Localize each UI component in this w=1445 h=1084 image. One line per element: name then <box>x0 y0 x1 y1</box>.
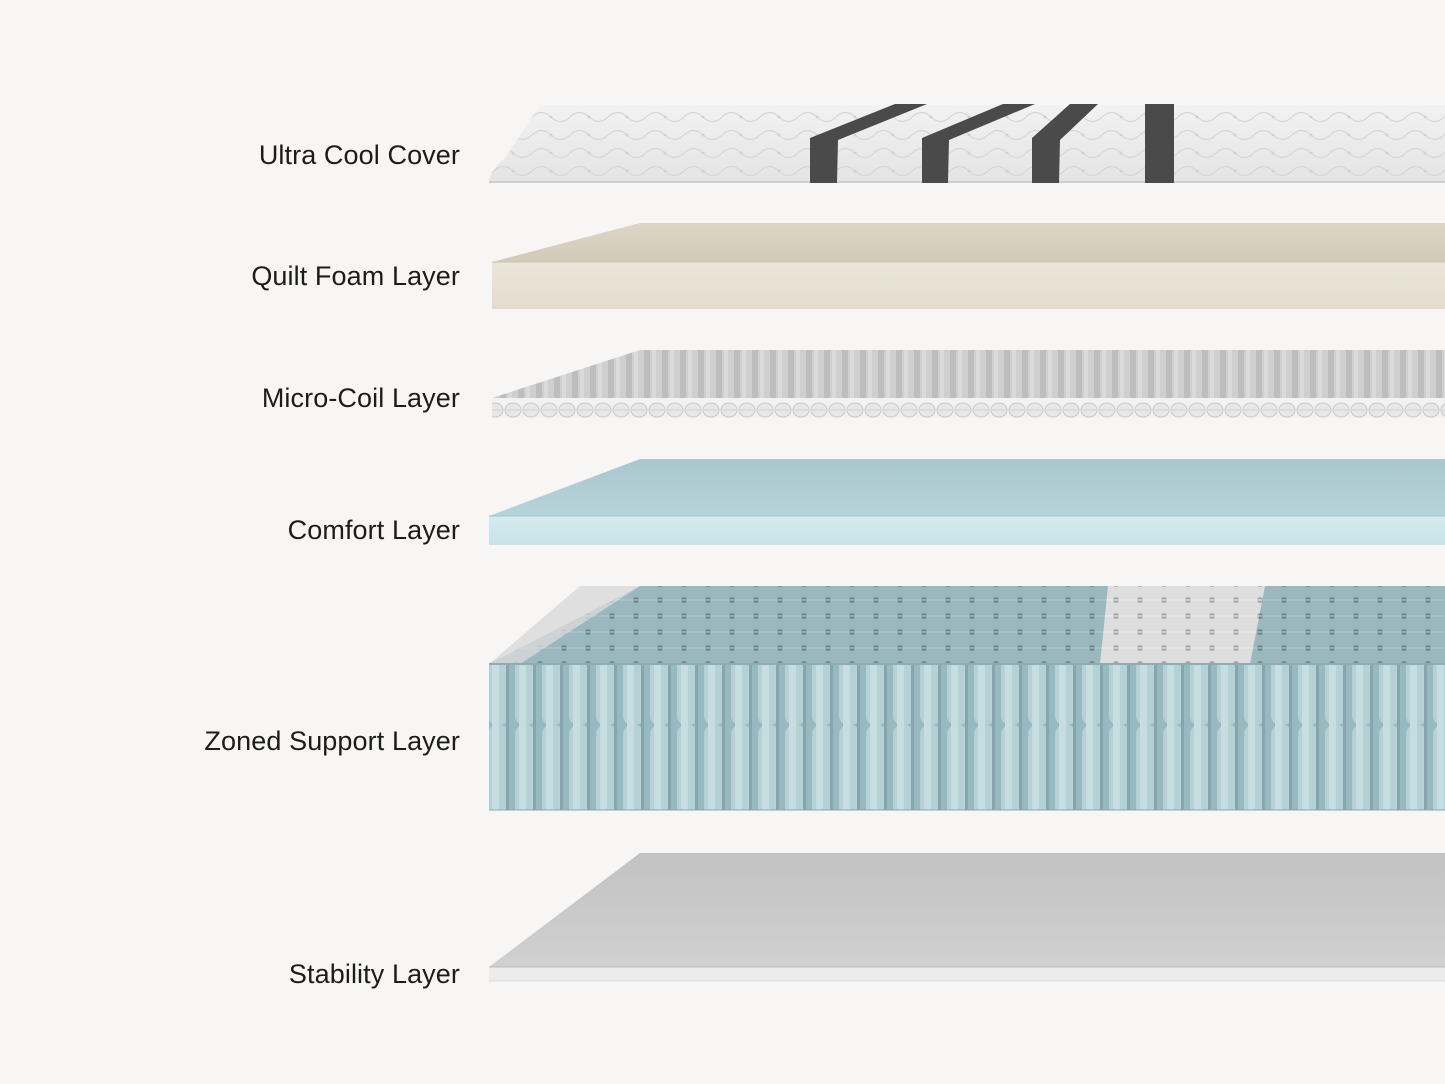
comfort-layer <box>489 459 1445 545</box>
ultra-cool-cover-layer <box>489 104 1445 183</box>
label-stability-layer: Stability Layer <box>288 959 460 989</box>
label-zoned-support-layer: Zoned Support Layer <box>204 726 460 756</box>
quilt-foam-layer <box>492 223 1445 309</box>
cover-stripes <box>810 104 1174 183</box>
micro-coil-layer <box>492 350 1445 418</box>
stability-layer <box>489 853 1445 982</box>
label-ultra-cool-cover: Ultra Cool Cover <box>258 140 460 170</box>
zoned-support-layer <box>489 586 1445 811</box>
label-comfort-layer: Comfort Layer <box>287 515 460 545</box>
label-quilt-foam-layer: Quilt Foam Layer <box>251 261 460 291</box>
label-micro-coil-layer: Micro-Coil Layer <box>261 383 460 413</box>
